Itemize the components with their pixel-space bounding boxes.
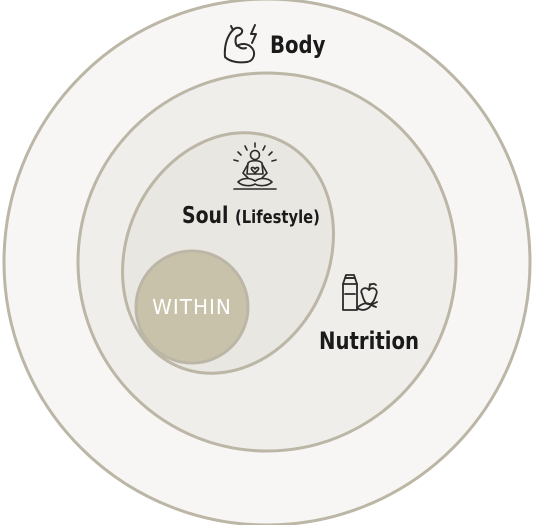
meditation-figure-icon bbox=[233, 142, 277, 190]
flexed-arm-lightning-icon bbox=[223, 24, 257, 64]
nutrition-label: Nutrition bbox=[319, 327, 420, 355]
soul-sublabel: (Lifestyle) bbox=[235, 207, 320, 228]
milk-carton-vegetables-icon bbox=[342, 274, 378, 311]
soul-label: Soul (Lifestyle) bbox=[182, 203, 320, 229]
within-circle bbox=[134, 249, 250, 365]
soul-main-label: Soul bbox=[182, 203, 229, 229]
body-label: Body bbox=[270, 31, 326, 59]
within-label: WITHIN bbox=[152, 295, 232, 319]
